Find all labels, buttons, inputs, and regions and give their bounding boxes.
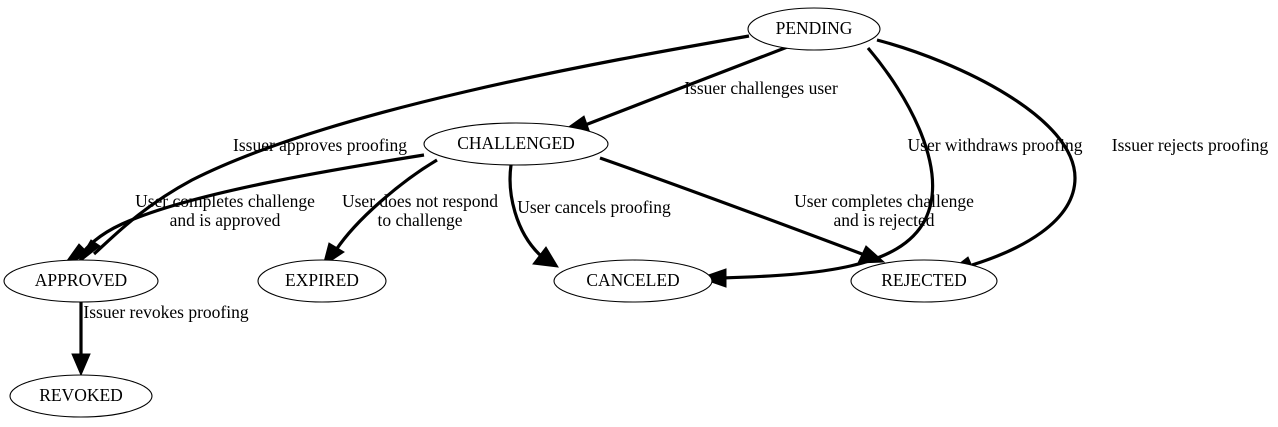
edge-label-pending-approved: Issuer approves proofing (233, 135, 407, 155)
node-ellipse (9, 374, 153, 418)
edge-challenged-canceled (508, 164, 559, 268)
edge-line (334, 158, 438, 251)
edge-approved-revoked (71, 302, 91, 377)
edge-label-approved-revoked: Issuer revokes proofing (83, 302, 248, 322)
edge-label-challenged-canceled: User cancels proofing (517, 197, 671, 217)
state-node-pending[interactable]: PENDING (747, 7, 881, 51)
edge-line (721, 46, 935, 280)
node-label: REVOKED (39, 385, 123, 405)
state-node-challenged[interactable]: CHALLENGED (423, 122, 609, 166)
node-label: EXPIRED (285, 270, 359, 290)
node-ellipse (553, 259, 713, 303)
edge-pending-rejected (876, 38, 1077, 274)
arrowhead-icon (857, 245, 886, 264)
edge-line (599, 156, 863, 256)
state-node-revoked[interactable]: REVOKED (9, 374, 153, 418)
node-ellipse (850, 259, 998, 303)
edge-line (78, 153, 425, 257)
node-ellipse (747, 7, 881, 51)
edge-line (579, 44, 791, 129)
edge-label-pending-canceled: User withdraws proofing (908, 135, 1083, 155)
node-label: PENDING (776, 18, 853, 38)
edge-challenged-rejected (599, 156, 886, 264)
node-ellipse (3, 259, 159, 303)
node-label: CHALLENGED (457, 133, 575, 153)
arrowhead-icon (532, 246, 559, 268)
edge-labels-layer: Issuer approves proofing Issuer challenge… (83, 78, 1268, 322)
state-node-approved[interactable]: APPROVED (3, 259, 159, 303)
edge-label-pending-rejected: Issuer rejects proofing (1112, 135, 1269, 155)
node-label: REJECTED (881, 270, 967, 290)
nodes-layer: PENDING CHALLENGED APPROVED EXPIRED CANCELED… (3, 7, 998, 418)
state-node-expired[interactable]: EXPIRED (257, 259, 387, 303)
state-node-rejected[interactable]: REJECTED (850, 259, 998, 303)
edge-line (876, 38, 1077, 267)
node-label: CANCELED (586, 270, 679, 290)
edge-pending-canceled (698, 46, 935, 288)
node-label: APPROVED (35, 270, 127, 290)
edge-line (508, 164, 542, 257)
node-ellipse (423, 122, 609, 166)
arrowhead-icon (698, 268, 727, 288)
state-node-canceled[interactable]: CANCELED (553, 259, 713, 303)
node-ellipse (257, 259, 387, 303)
edge-label-pending-challenged: Issuer challenges user (684, 78, 838, 98)
arrowhead-icon (71, 353, 91, 377)
